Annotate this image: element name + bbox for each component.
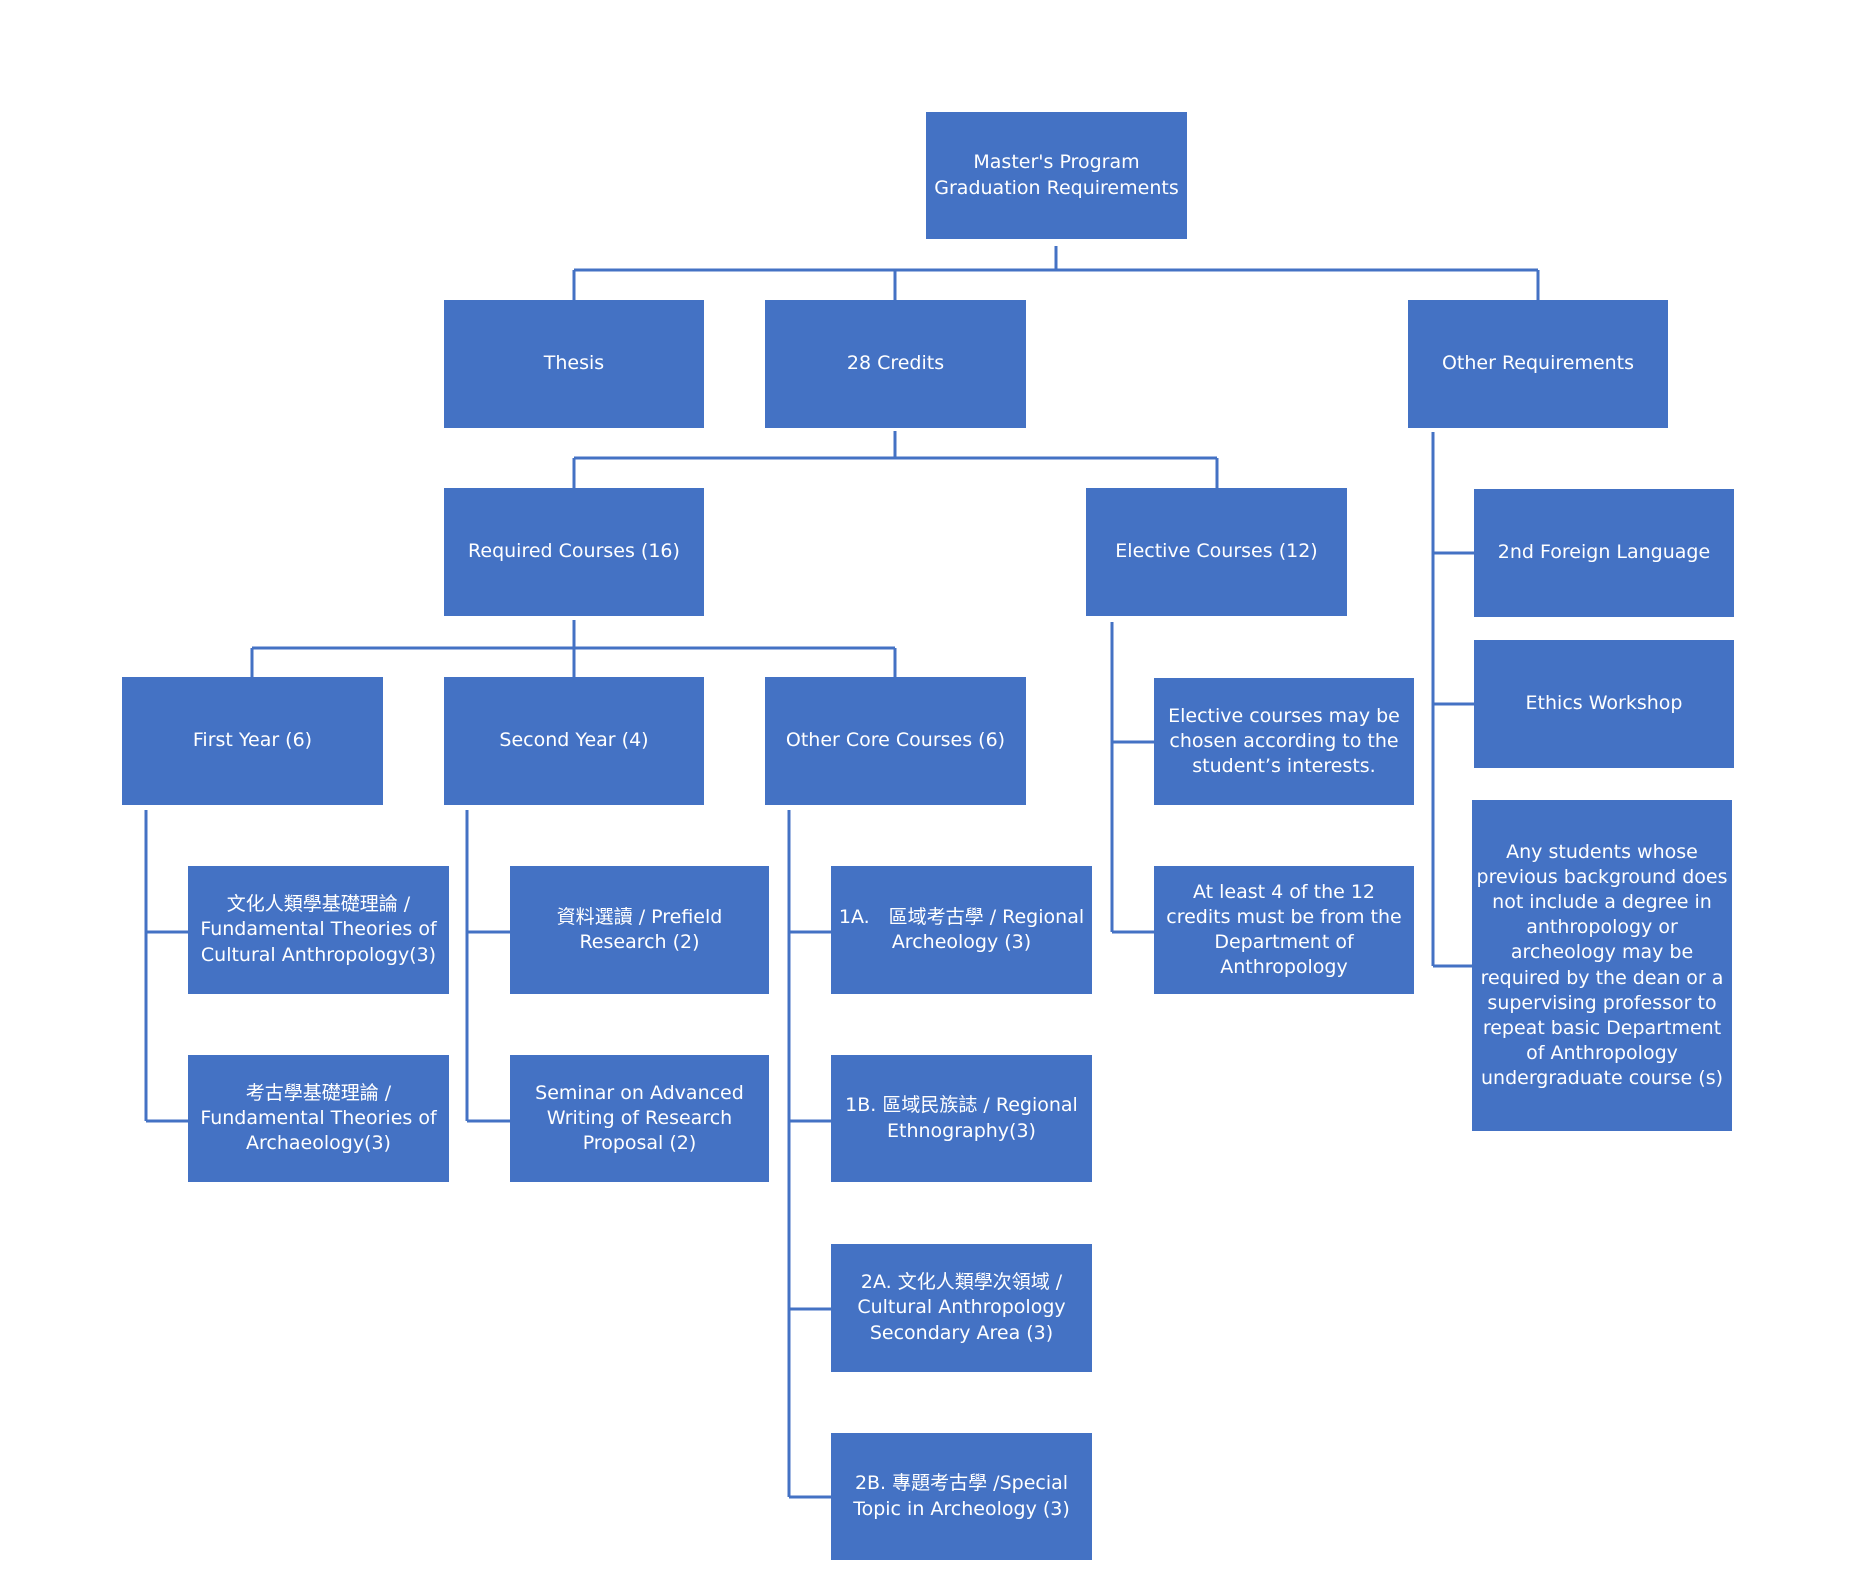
node-elective-note-interests-label: Elective courses may be chosen according… [1168,704,1400,778]
node-core-1a: 1A. 區域考古學 / Regional Archeology (3) [831,866,1092,994]
node-thesis-label: Thesis [543,352,605,375]
node-fy-cultural-anthropology: 文化人類學基礎理論 / Fundamental Theories of Cult… [188,866,449,994]
node-core-1a-label: 1A. 區域考古學 / Regional Archeology (3) [838,905,1085,953]
node-2nd-foreign-language-label: 2nd Foreign Language [1497,541,1711,564]
node-root: Master's Program Graduation Requirements [926,112,1187,239]
node-sy-seminar-label: Seminar on Advanced Writing of Research … [535,1081,744,1155]
node-other-core-courses-label: Other Core Courses (6) [785,729,1006,752]
node-sy-seminar: Seminar on Advanced Writing of Research … [510,1055,769,1182]
node-elective-courses-label: Elective Courses (12) [1115,540,1318,563]
node-28-credits-label: 28 Credits [846,352,945,375]
node-fy-archaeology: 考古學基礎理論 / Fundamental Theories of Archae… [188,1055,449,1182]
node-thesis: Thesis [444,300,704,428]
node-core-2b: 2B. 專題考古學 /Special Topic in Archeology (… [831,1433,1092,1560]
node-core-2a: 2A. 文化人類學次領域 / Cultural Anthropology Sec… [831,1244,1092,1372]
node-fy-archaeology-label: 考古學基礎理論 / Fundamental Theories of Archae… [200,1081,437,1155]
node-second-year-label: Second Year (4) [499,729,649,752]
node-required-courses: Required Courses (16) [444,488,704,616]
node-2nd-foreign-language: 2nd Foreign Language [1474,489,1734,617]
node-sy-prefield-research: 資料選讀 / Prefield Research (2) [510,866,769,994]
node-background-note-label: Any students whose previous background d… [1476,841,1728,1089]
node-ethics-workshop-label: Ethics Workshop [1525,692,1683,715]
node-sy-prefield-research-label: 資料選讀 / Prefield Research (2) [556,905,723,953]
node-other-requirements-label: Other Requirements [1441,352,1635,375]
node-first-year: First Year (6) [122,677,383,805]
node-core-2b-label: 2B. 專題考古學 /Special Topic in Archeology (… [853,1472,1070,1520]
node-second-year: Second Year (4) [444,677,704,805]
node-required-courses-label: Required Courses (16) [468,540,680,563]
node-first-year-label: First Year (6) [192,729,313,752]
node-root-label: Master's Program Graduation Requirements [934,151,1179,199]
node-28-credits: 28 Credits [765,300,1026,428]
node-other-requirements: Other Requirements [1408,300,1668,428]
node-core-1b-label: 1B. 區域民族誌 / Regional Ethnography(3) [845,1094,1078,1142]
node-elective-note-interests: Elective courses may be chosen according… [1154,678,1414,805]
node-fy-cultural-anthropology-label: 文化人類學基礎理論 / Fundamental Theories of Cult… [200,893,437,966]
node-other-core-courses: Other Core Courses (6) [765,677,1026,805]
node-core-1b: 1B. 區域民族誌 / Regional Ethnography(3) [831,1055,1092,1182]
node-elective-courses: Elective Courses (12) [1086,488,1347,616]
node-elective-note-department-label: At least 4 of the 12 credits must be fro… [1166,880,1402,979]
node-core-2a-label: 2A. 文化人類學次領域 / Cultural Anthropology Sec… [857,1271,1066,1344]
node-ethics-workshop: Ethics Workshop [1474,640,1734,768]
node-elective-note-department: At least 4 of the 12 credits must be fro… [1154,866,1414,994]
node-background-note: Any students whose previous background d… [1472,800,1732,1131]
